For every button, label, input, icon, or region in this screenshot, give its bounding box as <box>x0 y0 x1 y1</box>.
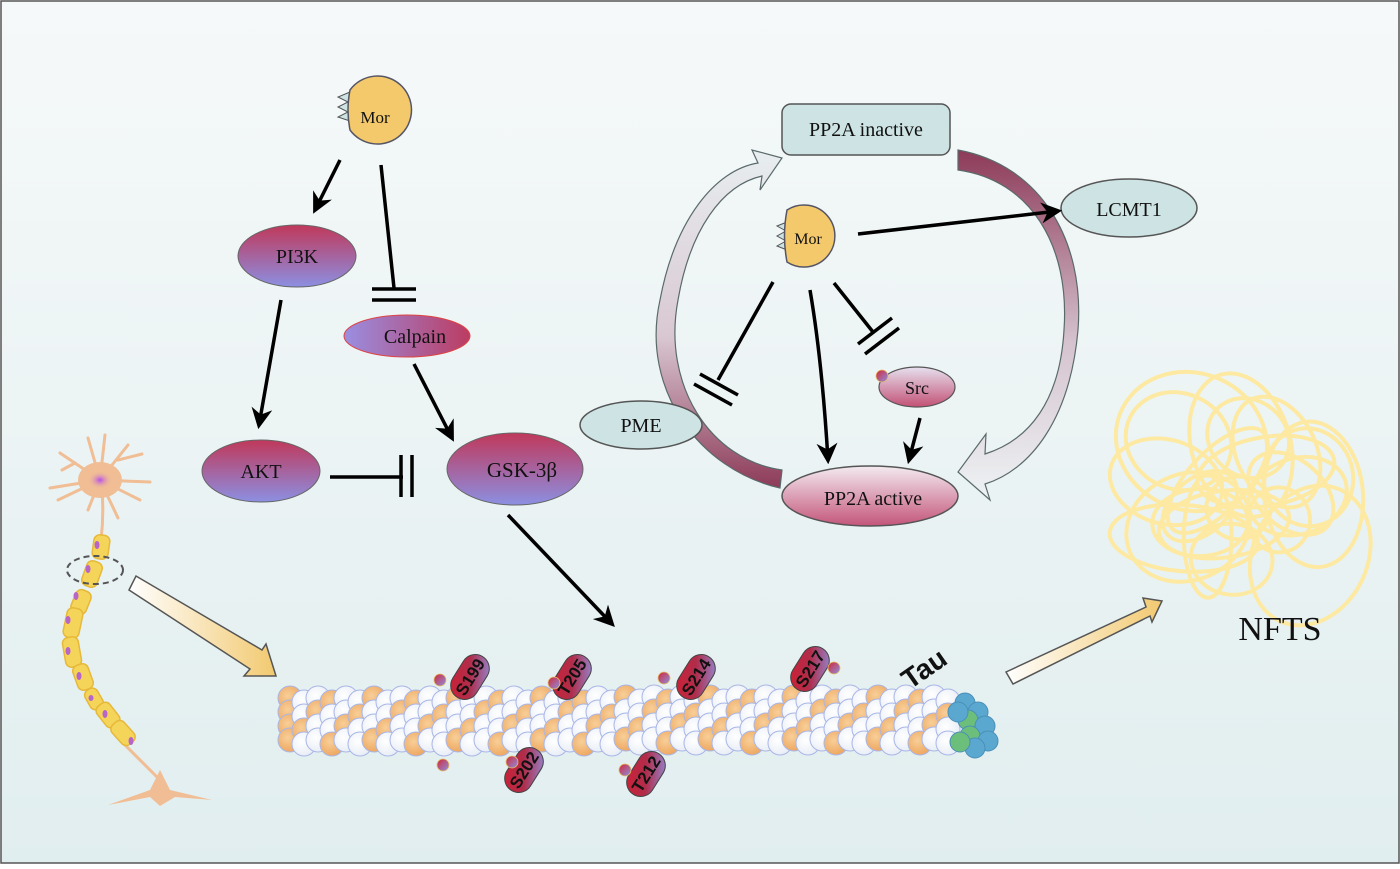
edge-mor-pi3k <box>313 159 342 214</box>
neurofibrillary-tangle <box>1107 369 1373 628</box>
pp2a-inactive-label: PP2A inactive <box>809 119 923 141</box>
pme-label: PME <box>620 415 661 437</box>
akt-label: AKT <box>240 461 281 483</box>
tangle-fiber <box>1181 473 1234 600</box>
phosphate-dot <box>827 661 841 675</box>
tangle-fiber <box>1107 502 1260 574</box>
edge-gsk3b-tau <box>506 513 615 628</box>
phosphate-dot <box>547 676 561 690</box>
cycle-arrow-activation-to-inactive <box>655 149 783 489</box>
gsk3b-label: GSK-3β <box>487 458 557 482</box>
inhibit-bar <box>699 372 739 397</box>
phosphate-dot <box>433 673 447 687</box>
edge-mor-pp2a-active <box>808 289 838 465</box>
edge-src-pp2a-active <box>903 417 924 465</box>
tangle-fiber <box>1247 483 1373 628</box>
inhibit-bar <box>863 326 901 356</box>
mor-left-node: Mor <box>336 75 413 145</box>
tangle-fiber <box>1160 468 1240 544</box>
edge-mor-lcmt1 <box>857 202 1063 236</box>
src-node: Src <box>875 366 956 408</box>
calpain-node: Calpain <box>343 314 471 358</box>
edge-mor-calpain-inhibit <box>379 164 396 289</box>
inhibit-bar <box>693 382 733 407</box>
gsk3b-node: GSK-3β <box>446 432 584 506</box>
pp2a-active-label: PP2A active <box>824 488 922 510</box>
tangle-fiber <box>1205 396 1292 481</box>
phosphate-dot <box>875 369 889 383</box>
akt-node: AKT <box>201 439 321 503</box>
aggregation-arrow-tau-to-nfts <box>1004 597 1164 685</box>
phosphate-dot <box>657 671 671 685</box>
tubulin-cap-subunit <box>947 701 969 723</box>
src-label: Src <box>905 378 929 398</box>
tangle-fiber <box>1107 436 1225 528</box>
pi3k-label: PI3K <box>276 246 319 268</box>
lcmt1-node: LCMT1 <box>1060 178 1198 238</box>
tangle-fiber <box>1188 521 1275 597</box>
nfts-label: NFTS <box>1238 611 1321 648</box>
pp2a-active-node: PP2A active <box>781 465 959 527</box>
tangle-fiber <box>1156 487 1292 561</box>
zoom-arrow-neuron-to-tau <box>128 574 278 677</box>
cycle-arrow-inactive-to-active <box>957 149 1080 502</box>
tangle-fiber <box>1165 426 1270 536</box>
pme-node: PME <box>579 400 703 450</box>
edge-mor-pme-inhibit <box>716 281 775 381</box>
pp2a-inactive-node: PP2A inactive <box>781 103 951 156</box>
mor-left-label: Mor <box>360 108 390 127</box>
phosphate-dot <box>505 755 519 769</box>
mor-right-label: Mor <box>794 231 822 248</box>
calpain-label: Calpain <box>384 326 446 348</box>
receptor-spikes-icon <box>336 91 351 122</box>
phosphate-dot <box>618 763 632 777</box>
zoom-region-marker <box>66 555 124 585</box>
left-pathway: Mor PI3K Calpain AKT GSK-3β <box>201 75 615 628</box>
tangle-fiber <box>1124 470 1253 584</box>
lcmt1-label: LCMT1 <box>1096 199 1162 221</box>
microtubule <box>277 684 999 759</box>
inhibit-bar <box>856 316 894 346</box>
tubulin-cap-subunit <box>949 731 971 753</box>
edge-calpain-gsk3b <box>412 363 454 442</box>
tangle-fiber <box>1261 419 1366 570</box>
edge-pi3k-akt <box>251 299 283 430</box>
edge-mor-src-inhibit <box>832 281 875 334</box>
neuron-illustration <box>48 433 212 806</box>
pp2a-cycle: PP2A inactive LCMT1 Mor PME <box>579 103 1198 527</box>
phosphate-dot <box>436 758 450 772</box>
axon-terminal <box>108 770 212 806</box>
myelin-sheath <box>61 534 136 747</box>
mor-right-node: Mor <box>775 204 836 268</box>
pi3k-node: PI3K <box>237 224 357 288</box>
